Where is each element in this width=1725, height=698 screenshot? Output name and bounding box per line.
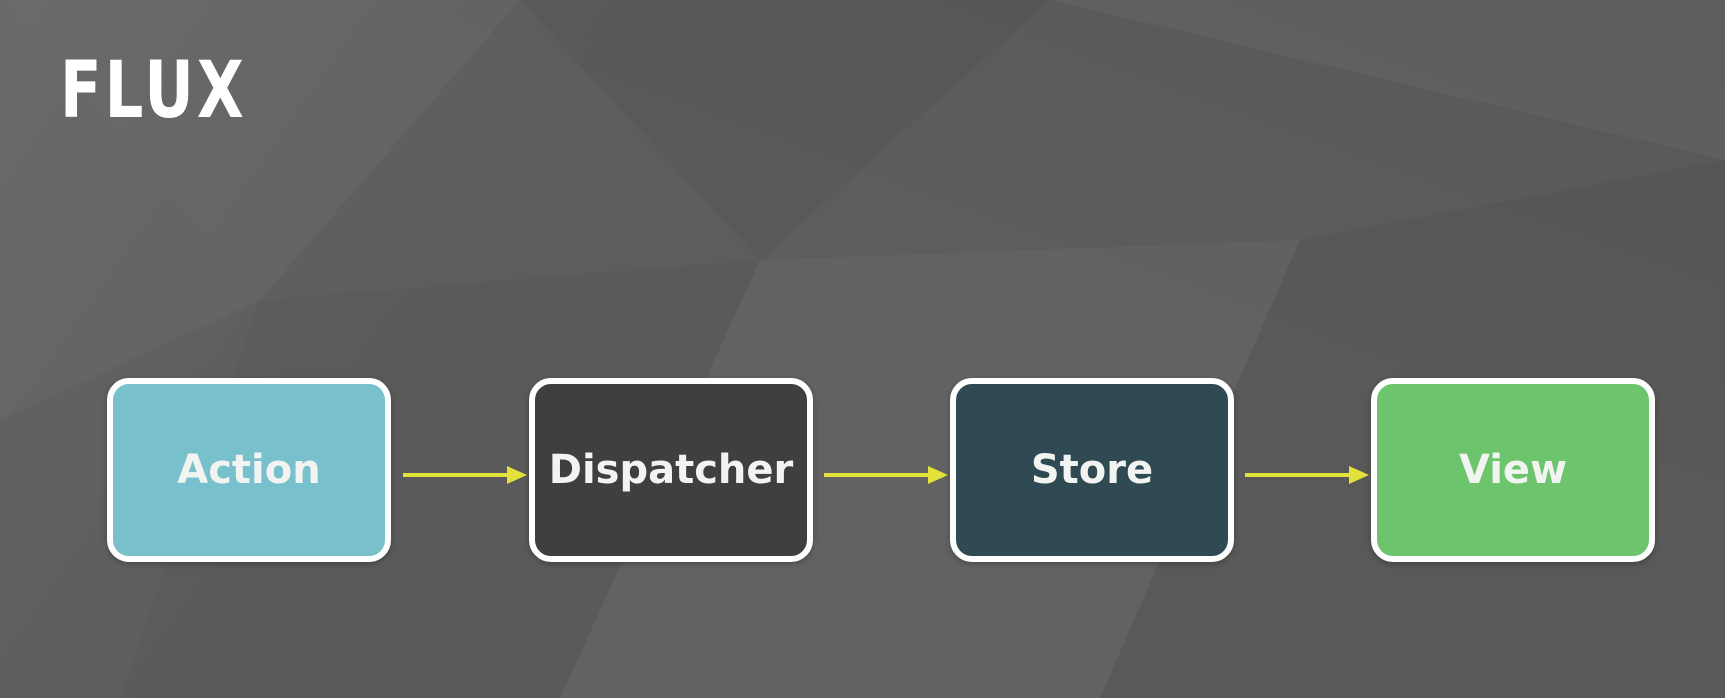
node-store-label: Store: [1030, 447, 1154, 493]
node-action: Action: [107, 378, 391, 562]
node-action-label: Action: [177, 447, 321, 493]
node-dispatcher: Dispatcher: [529, 378, 813, 562]
node-dispatcher-label: Dispatcher: [548, 447, 794, 493]
node-view: View: [1371, 378, 1655, 562]
node-view-label: View: [1458, 447, 1568, 493]
slide-title: FLUX: [60, 46, 247, 136]
node-store: Store: [950, 378, 1234, 562]
